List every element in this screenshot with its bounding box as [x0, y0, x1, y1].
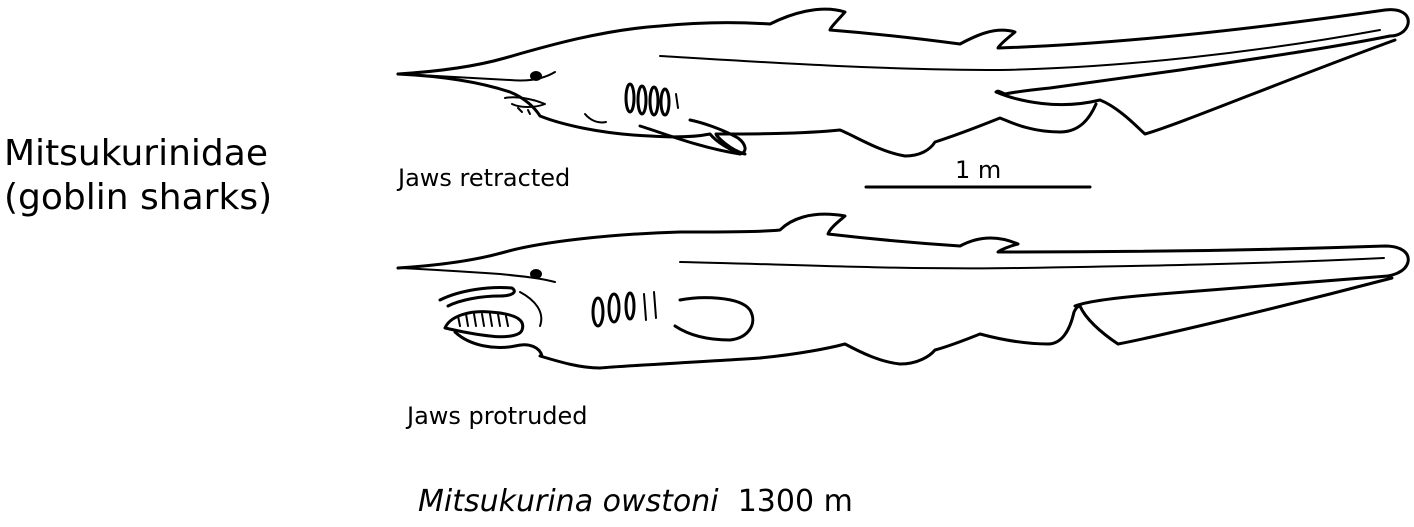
species-name: Mitsukurina owstoni — [418, 484, 719, 519]
shark-bottom-tail-underside — [1073, 274, 1390, 308]
shark-top-gill-2 — [636, 84, 648, 116]
shark-bottom-chin — [453, 330, 544, 358]
shark-top-gill-5 — [675, 93, 679, 109]
species-caption: Mitsukurina owstoni 1300 m — [418, 484, 853, 519]
shark-top-snout-line — [399, 71, 556, 82]
shark-top-dorsal-outline — [396, 7, 1410, 76]
shark-bottom-cheek-line — [519, 291, 543, 327]
shark-top-belly-crease — [584, 113, 607, 124]
shark-jaws-protruded-drawing — [396, 212, 1410, 370]
shark-top-belly — [396, 72, 1098, 158]
shark-bottom-gill-2 — [607, 292, 621, 324]
family-name: Mitsukurinidae — [4, 133, 268, 174]
shark-bottom-teeth — [457, 313, 509, 327]
species-depth: 1300 m — [737, 484, 853, 519]
shark-top-tail-underside — [1003, 34, 1392, 96]
shark-bottom-lateral-line — [679, 257, 1385, 270]
shark-bottom-belly — [538, 304, 1082, 370]
shark-top-gill-4 — [659, 87, 671, 117]
scale-bar-label: 1 m — [955, 156, 1002, 184]
label-jaws-retracted: Jaws retracted — [398, 164, 571, 192]
shark-top-teeth — [517, 107, 531, 115]
shark-top-gill-1 — [624, 82, 636, 114]
shark-top-mouth — [504, 96, 546, 108]
shark-bottom-upper-jaw — [438, 286, 516, 308]
shark-top-caudal-lobe — [994, 38, 1397, 136]
shark-bottom-lower-jaw — [443, 310, 525, 339]
label-jaws-protruded: Jaws protruded — [407, 402, 588, 430]
shark-top-lateral-line — [659, 29, 1381, 71]
shark-bottom-caudal-lobe — [1078, 276, 1394, 346]
shark-bottom-gill-1 — [591, 296, 605, 328]
shark-bottom-dorsal-outline — [396, 212, 1410, 278]
shark-bottom-eye — [530, 269, 542, 279]
shark-bottom-pectoral-fin — [673, 296, 755, 342]
family-title: Mitsukurinidae (goblin sharks) — [4, 132, 272, 220]
shark-top-gill-3 — [648, 85, 660, 117]
shark-bottom-gill-4 — [643, 291, 657, 321]
shark-bottom-gill-3 — [624, 291, 636, 321]
shark-top-pectoral-fin — [638, 118, 747, 156]
shark-jaws-retracted-drawing — [396, 7, 1410, 158]
shark-top-eye — [530, 71, 542, 81]
family-common-name: (goblin sharks) — [4, 176, 273, 218]
